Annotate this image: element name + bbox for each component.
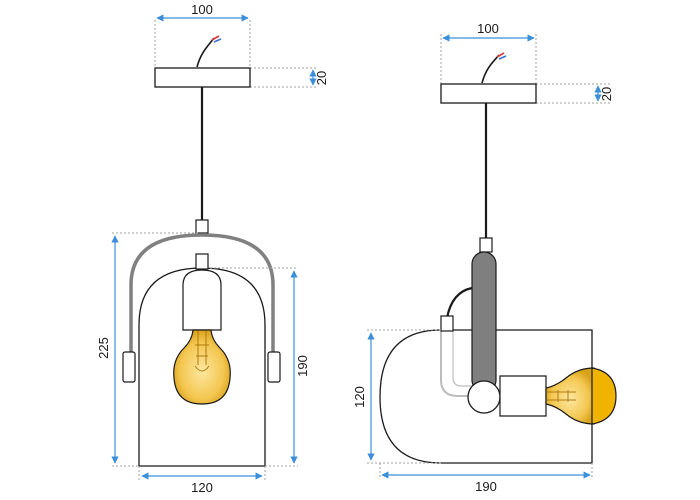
front-shade-width-label: 120 — [191, 480, 213, 495]
side-canopy-extensions — [440, 34, 612, 104]
front-right-knob — [267, 351, 281, 383]
side-canopy-width-label: 100 — [477, 21, 499, 36]
side-total-length-label: 190 — [475, 479, 497, 494]
side-canopy-height-label: 20 — [599, 87, 614, 101]
front-canopy-extensions — [154, 20, 318, 88]
front-left-knob — [122, 351, 136, 383]
front-shade-height-extensions — [210, 267, 298, 467]
front-total-height-extensions — [112, 232, 200, 467]
front-bulb — [173, 329, 231, 405]
side-inner-cord — [440, 330, 480, 397]
front-lamp-socket — [182, 269, 222, 331]
front-view: 100 20 — [96, 2, 329, 495]
front-shade-height-label: 190 — [295, 355, 310, 377]
side-canopy — [440, 83, 537, 104]
side-socket-cord — [445, 286, 473, 319]
side-bulb-filament — [547, 390, 576, 402]
front-canopy — [154, 67, 251, 88]
front-socket-connector — [195, 253, 209, 270]
front-mount-arm — [129, 233, 275, 354]
side-inner-cord-outline — [452, 330, 478, 387]
side-total-length-extensions — [379, 463, 593, 479]
side-view: 100 20 — [352, 21, 617, 494]
front-canopy-height-label: 20 — [314, 71, 329, 85]
side-bulb-crown — [591, 367, 617, 425]
side-shade-height-extensions — [367, 329, 441, 464]
front-top-connector — [195, 219, 209, 234]
side-socket-connector — [440, 315, 454, 332]
side-pivot-knob — [467, 380, 501, 414]
side-top-connector — [479, 237, 493, 253]
side-supply-wires — [481, 52, 507, 84]
side-mount-arm — [471, 251, 497, 393]
front-supply-wires — [196, 35, 222, 68]
front-bulb-filament — [194, 331, 210, 372]
front-total-height-label: 225 — [96, 337, 111, 359]
side-shade-height-label: 120 — [352, 386, 367, 408]
front-canopy-width-label: 100 — [191, 2, 213, 17]
front-shade-width-extensions — [138, 466, 266, 480]
side-lamp-socket — [499, 375, 547, 417]
